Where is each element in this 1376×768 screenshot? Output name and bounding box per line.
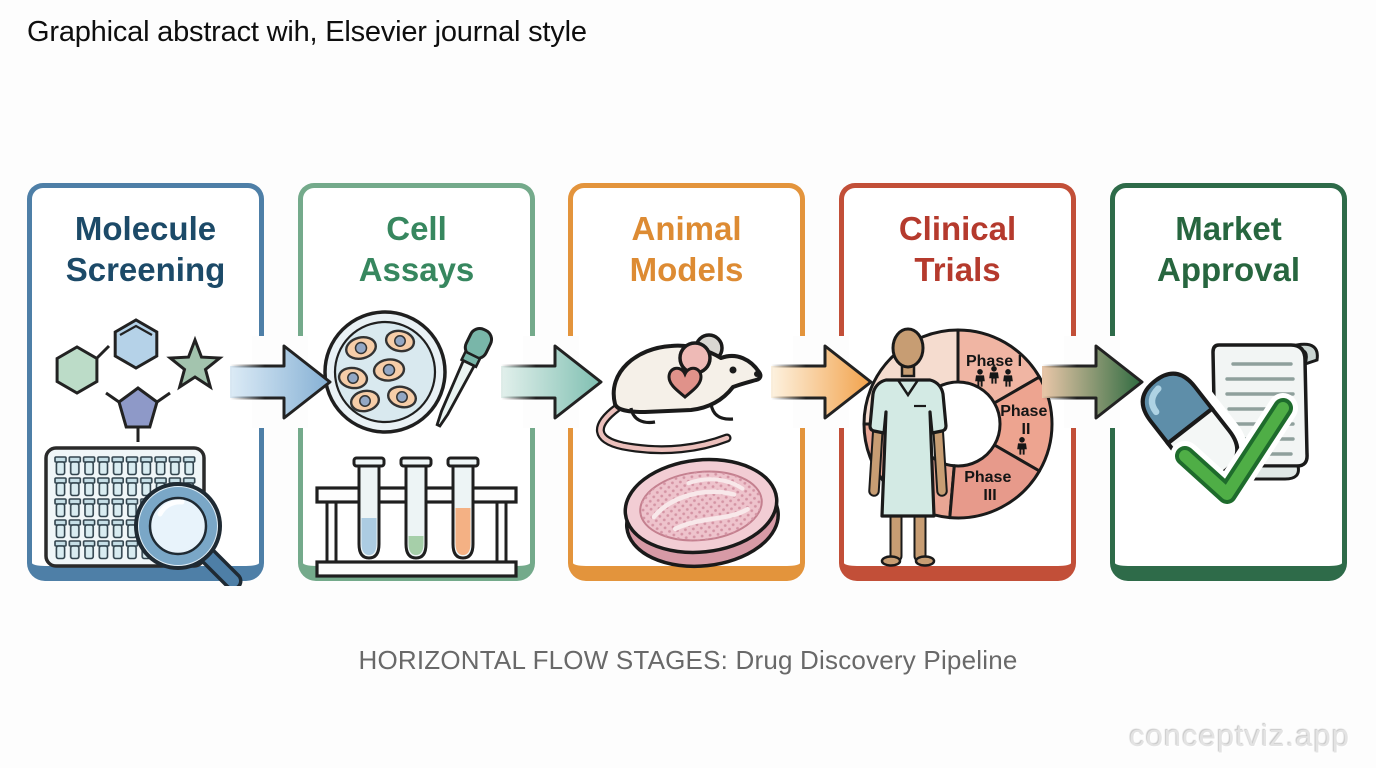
hospital-gown [868, 378, 948, 518]
heart-icon [667, 366, 703, 399]
stage-title-line1: Cell [386, 210, 447, 247]
mouse-eye [729, 366, 737, 374]
stage-title: Cell Assays [303, 208, 530, 290]
flow-arrow-1 [228, 336, 332, 428]
mouse-icon [595, 333, 763, 455]
petri-dish-pipette-test-tubes-icon [315, 310, 518, 578]
flow-arrow-3 [769, 336, 873, 428]
molecule-icons [55, 318, 224, 442]
stage-title: Market Approval [1115, 208, 1342, 290]
star-molecule-icon [166, 335, 224, 391]
phase2-label: Phase II [1000, 403, 1052, 438]
stage-title: Molecule Screening [32, 208, 259, 290]
document-pill-checkmark-icon [1133, 342, 1319, 509]
mouse-nose [754, 371, 760, 377]
stage-card-market-approval: Market Approval [1110, 183, 1347, 581]
stage-title-line1: Market [1175, 210, 1282, 247]
stage-title-line1: Animal [631, 210, 742, 247]
page-title: Graphical abstract wih, Elsevier journal… [27, 16, 587, 48]
stage-title-line2: Approval [1156, 251, 1301, 288]
stage-title: Animal Models [573, 208, 800, 290]
test-tube-orange-icon [446, 456, 480, 560]
phase1-label: Phase I [966, 353, 1022, 370]
petri-dish-icon [323, 310, 447, 434]
stage-title-line2: Models [629, 251, 744, 288]
stage-title-line1: Molecule [74, 210, 217, 247]
stage-title-line2: Trials [914, 251, 1001, 288]
hexagon-molecule-icon [55, 345, 99, 395]
watermark: conceptviz.app [1129, 718, 1350, 753]
stage-card-molecule-screening: Molecule Screening [27, 183, 264, 586]
mouse-tissue-icon [595, 333, 780, 569]
magnifier-icon [134, 482, 243, 586]
pentagon-molecule-icon [117, 386, 159, 429]
stage-title-line2: Screening [65, 251, 226, 288]
test-tube-blue-icon [352, 456, 386, 560]
figure-caption: HORIZONTAL FLOW STAGES: Drug Discovery P… [358, 645, 1018, 675]
cell-icons [337, 329, 417, 413]
checkmark-icon [1170, 393, 1298, 509]
patient-head [891, 327, 925, 369]
patient-phase-donut-icon: Phase I Phase II Phase III [862, 327, 1054, 567]
stage-title: Clinical Trials [844, 208, 1071, 290]
stage-title-line2: Assays [358, 251, 475, 288]
flow-arrow-4 [1040, 336, 1144, 428]
stage-title-line1: Clinical [898, 210, 1017, 247]
phase3-segment [948, 443, 1041, 520]
stage-card-animal-models: Animal Models [568, 183, 805, 581]
tissue-slice-icon [623, 457, 780, 569]
phase3-label: Phase III [964, 469, 1016, 504]
test-tube-green-icon [399, 456, 433, 560]
pipette-icon [435, 327, 494, 428]
patient-icon [868, 327, 948, 567]
molecules-microplate-magnifier-icon [44, 318, 243, 586]
test-tube-rack-icon [315, 456, 518, 578]
stage-card-cell-assays: Cell Assays [298, 183, 535, 581]
flow-arrow-2 [499, 336, 603, 428]
phase-labels: Phase I Phase II Phase III [964, 353, 1052, 504]
